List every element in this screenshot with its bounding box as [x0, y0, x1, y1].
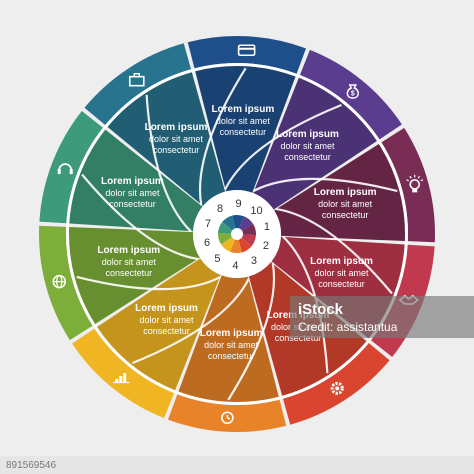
segment-title-9: Lorem ipsum: [211, 104, 274, 115]
outer-ring-segment-4: [167, 394, 287, 432]
segment-title-8: Lorem ipsum: [145, 122, 208, 133]
spiral-arc-9: [224, 103, 342, 191]
inner-wedge-7: [69, 129, 203, 232]
segment-number-10: 10: [250, 205, 262, 217]
core-center: [231, 228, 243, 240]
stock-footer: 891569546: [0, 456, 474, 474]
spiral-arc-8: [198, 67, 247, 206]
segment-text-line1-4: dolor sit amet: [204, 340, 259, 350]
segment-text-line1-6: dolor sit amet: [102, 257, 157, 267]
segment-text-line2-6: consectetur: [106, 268, 153, 278]
spiral-arc-2: [282, 235, 329, 374]
inner-wedge-9: [195, 66, 296, 193]
segment-title-2: Lorem ipsum: [310, 256, 373, 267]
segment-title-1: Lorem ipsum: [314, 187, 377, 198]
credit-card-icon: [237, 44, 256, 57]
inner-wedge-10: [253, 77, 377, 210]
segment-text-line2-7: consectetur: [109, 199, 156, 209]
stock-id: 891569546: [6, 460, 57, 471]
gear-icon: [330, 381, 344, 395]
segment-number-1: 1: [264, 221, 270, 233]
segment-number-4: 4: [232, 260, 238, 272]
segment-number-5: 5: [214, 253, 220, 265]
segment-number-8: 8: [217, 203, 223, 215]
headset-icon: [57, 163, 73, 175]
spiral-arc-4: [132, 277, 250, 365]
bar-chart-icon: [113, 372, 130, 384]
segment-text-line2-2: consectetur: [318, 279, 365, 289]
clock-icon: [221, 411, 234, 425]
segment-text-line1-1: dolor sit amet: [318, 199, 373, 209]
outer-ring-segment-10: [299, 49, 402, 140]
spiral-arc-1: [275, 207, 393, 295]
spiral-arc-6: [81, 173, 199, 261]
segment-text-line2-4: consectetur: [208, 351, 255, 361]
outer-ring-segment-8: [84, 43, 192, 126]
outer-ring-segment-5: [72, 328, 175, 419]
globe-icon: [52, 274, 67, 289]
inner-wedge-8: [107, 72, 226, 206]
core-wedge-4: [230, 234, 242, 253]
segment-text-line1-7: dolor sit amet: [105, 188, 160, 198]
segment-text-line2-9: consectetur: [220, 127, 267, 137]
segment-number-2: 2: [263, 240, 269, 252]
outer-ring-segment-1: [381, 127, 435, 243]
segment-text-line1-2: dolor sit amet: [315, 268, 370, 278]
briefcase-icon: [128, 72, 145, 87]
segment-number-3: 3: [251, 255, 257, 267]
segment-text-line1-10: dolor sit amet: [280, 141, 335, 151]
inner-wedges: [68, 66, 405, 403]
segment-number-7: 7: [205, 218, 211, 230]
core-wedge-9: [232, 215, 244, 234]
watermark-brand: iStock: [298, 301, 344, 318]
watermark: iStock Credit: assistantua: [290, 296, 474, 338]
lightbulb-icon: [406, 174, 424, 193]
segment-title-5: Lorem ipsum: [135, 303, 198, 314]
segment-title-6: Lorem ipsum: [97, 245, 160, 256]
segment-text-line2-10: consectetur: [284, 152, 331, 162]
segment-title-4: Lorem ipsum: [200, 328, 263, 339]
segment-number-9: 9: [236, 198, 242, 210]
spiral-arc-5: [76, 275, 222, 291]
inner-wedge-5: [97, 258, 221, 391]
inner-wedge-6: [68, 226, 200, 325]
inner-wedge-4: [178, 275, 279, 403]
ring-separator: [66, 63, 408, 405]
segment-title-7: Lorem ipsum: [101, 176, 164, 187]
spiral-arc-10: [252, 177, 398, 193]
segment-title-10: Lorem ipsum: [276, 129, 339, 140]
watermark-credit: Credit: assistantua: [298, 320, 398, 334]
segment-text-line1-5: dolor sit amet: [140, 315, 195, 325]
segment-text-line1-8: dolor sit amet: [149, 134, 204, 144]
segment-text-line1-9: dolor sit amet: [216, 116, 271, 126]
spiral-arc-3: [227, 262, 276, 401]
inner-wedge-1: [274, 143, 405, 242]
spiral-arc-7: [145, 94, 192, 233]
svg-text:$: $: [351, 91, 355, 98]
segment-text-line2-1: consectetur: [322, 210, 369, 220]
segment-text-line2-5: consectetur: [143, 326, 190, 336]
money-bag-icon: $: [346, 84, 359, 99]
segment-number-6: 6: [204, 237, 210, 249]
center-hub: 1 23 456 78 9 10: [193, 190, 281, 278]
segment-text-line2-8: consectetur: [153, 145, 200, 155]
